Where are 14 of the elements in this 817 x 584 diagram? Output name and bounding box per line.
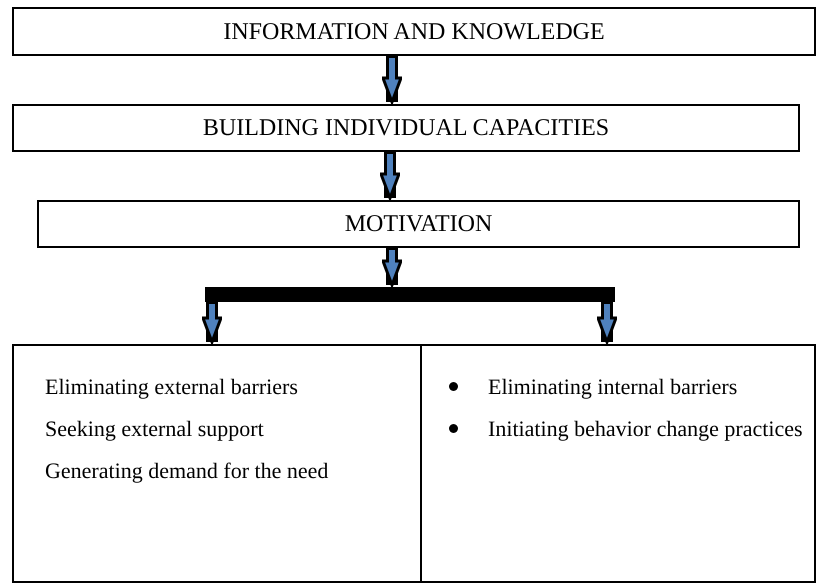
process-box: [37, 200, 800, 248]
outcome-text: Eliminating external barriers: [45, 373, 299, 401]
box-title: MOTIVATION: [344, 212, 492, 236]
bullet-text: Initiating behavior change practices: [488, 415, 804, 443]
process-box: [12, 104, 800, 152]
box-title: BUILDING INDIVIDUAL CAPACITIES: [202, 116, 610, 140]
outcome-text: Generating demand for the need: [45, 457, 330, 485]
outcome-box: [12, 344, 422, 583]
bullet-text: Eliminating internal barriers: [488, 373, 738, 401]
connector-bar: [205, 287, 615, 302]
box-title: INFORMATION AND KNOWLEDGE: [223, 20, 605, 44]
process-box: [12, 7, 816, 56]
outcome-text: Seeking external support: [45, 415, 265, 443]
outcome-box: [422, 344, 816, 583]
